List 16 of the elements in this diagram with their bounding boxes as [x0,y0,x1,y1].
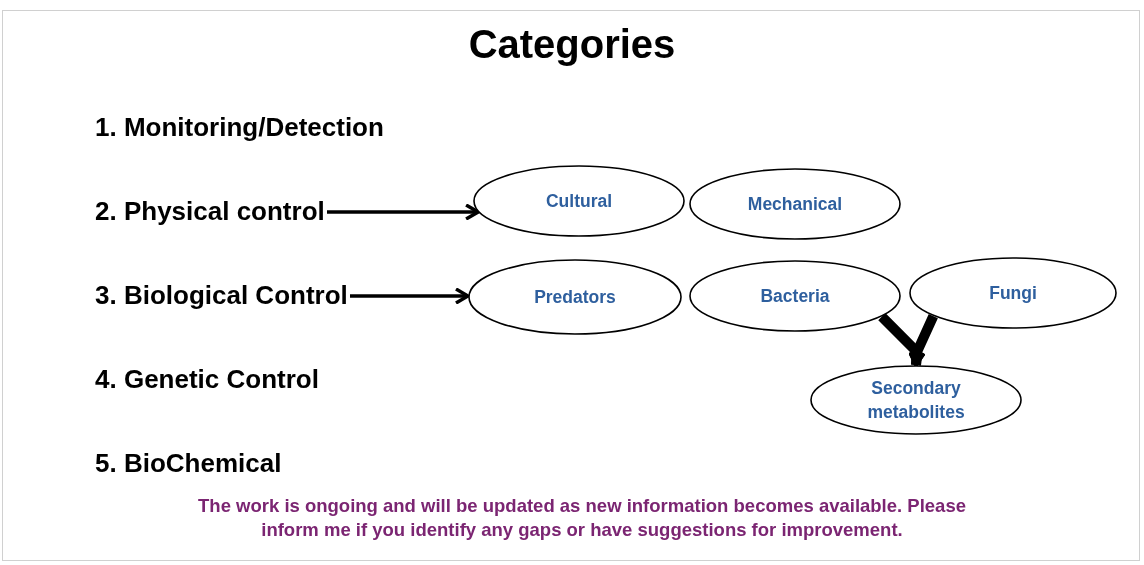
note-text: The work is ongoing and will be updated as new information becomes available. Please inform me if you identify any gaps or have suggestions for improvement. [197,494,967,542]
oval-node: Predators [468,259,682,335]
list-item: 4. Genetic Control [95,364,319,394]
arrow [350,287,470,305]
oval-node: Mechanical [689,168,901,240]
slide-title: Categories [467,22,677,67]
oval-node: Cultural [473,165,685,237]
oval-node: Fungi [909,257,1117,329]
arrow [327,203,480,221]
oval-node: Bacteria [689,260,901,332]
list-item: 1. Monitoring/Detection [95,112,384,142]
chevron-arrow [908,314,938,367]
oval-node: Secondary metabolites [810,365,1022,435]
list-item: 2. Physical control [95,196,325,226]
list-item: 5. BioChemical [95,448,282,478]
list-item: 3. Biological Control [95,280,348,310]
